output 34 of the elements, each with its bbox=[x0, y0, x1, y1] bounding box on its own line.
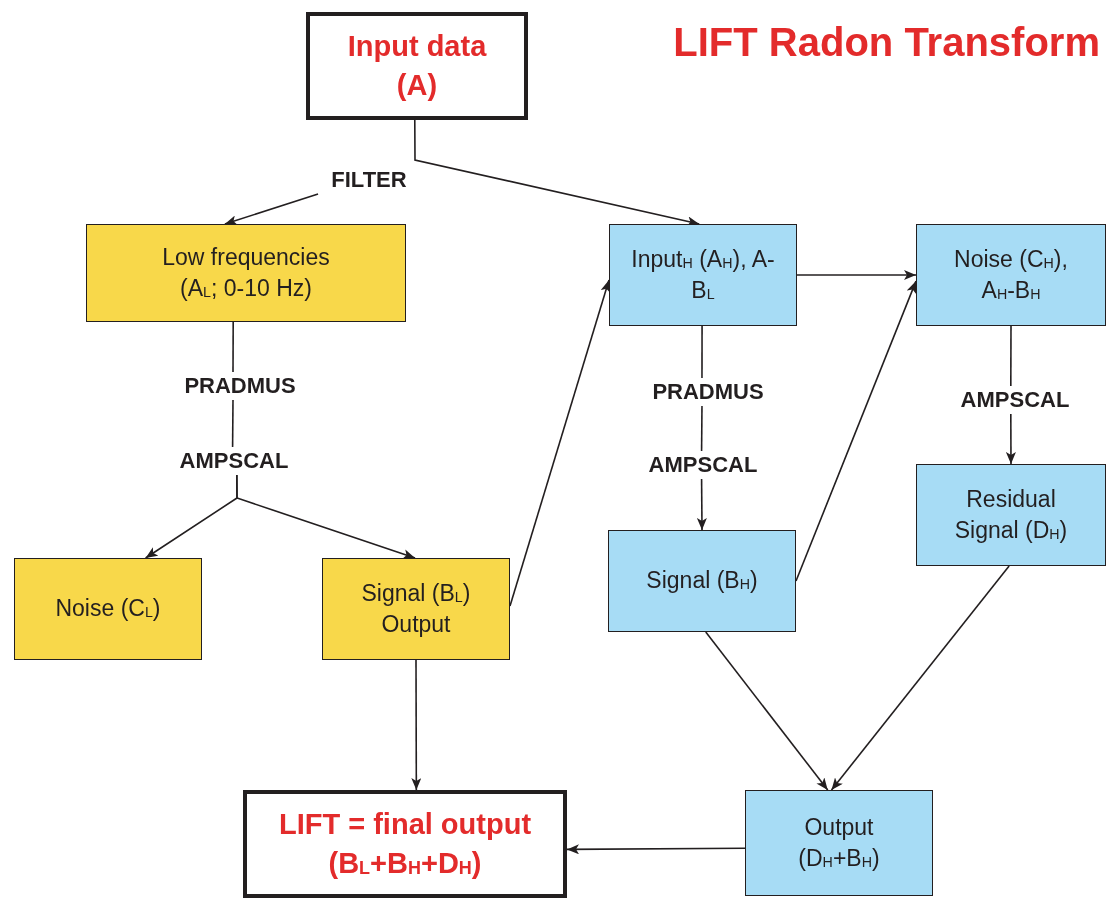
arrow bbox=[796, 270, 917, 280]
step-label: AMPSCAL bbox=[633, 451, 773, 479]
process-box bbox=[745, 790, 933, 896]
process-box bbox=[609, 224, 797, 326]
arrow bbox=[830, 565, 1010, 791]
arrow bbox=[509, 279, 611, 607]
connector-line bbox=[232, 321, 234, 373]
step-label: AMPSCAL bbox=[945, 386, 1085, 414]
connector-line bbox=[1010, 325, 1012, 387]
step-label: PRADMUS bbox=[638, 378, 778, 406]
arrow bbox=[696, 478, 707, 531]
process-box bbox=[322, 558, 510, 660]
process-box bbox=[86, 224, 406, 322]
arrow bbox=[566, 844, 746, 855]
connector-line bbox=[231, 399, 234, 448]
arrow bbox=[411, 659, 422, 791]
highlight-box bbox=[243, 790, 567, 898]
box-text: Input data (A) bbox=[346, 28, 488, 103]
arrow bbox=[704, 631, 829, 791]
step-label: PRADMUS bbox=[170, 372, 310, 400]
process-box bbox=[916, 464, 1106, 566]
process-box bbox=[916, 224, 1106, 326]
diagram-title: LIFT Radon Transform bbox=[672, 20, 1100, 65]
step-label: AMPSCAL bbox=[164, 447, 304, 475]
highlight-box bbox=[306, 12, 528, 120]
process-box bbox=[14, 558, 202, 660]
arrow bbox=[795, 280, 917, 582]
arrow bbox=[1005, 413, 1016, 465]
connector-line bbox=[701, 325, 703, 379]
arrow bbox=[236, 474, 416, 559]
process-box bbox=[608, 530, 796, 632]
step-label: FILTER bbox=[299, 166, 439, 194]
connector-line bbox=[700, 405, 703, 452]
arrow bbox=[224, 193, 319, 226]
